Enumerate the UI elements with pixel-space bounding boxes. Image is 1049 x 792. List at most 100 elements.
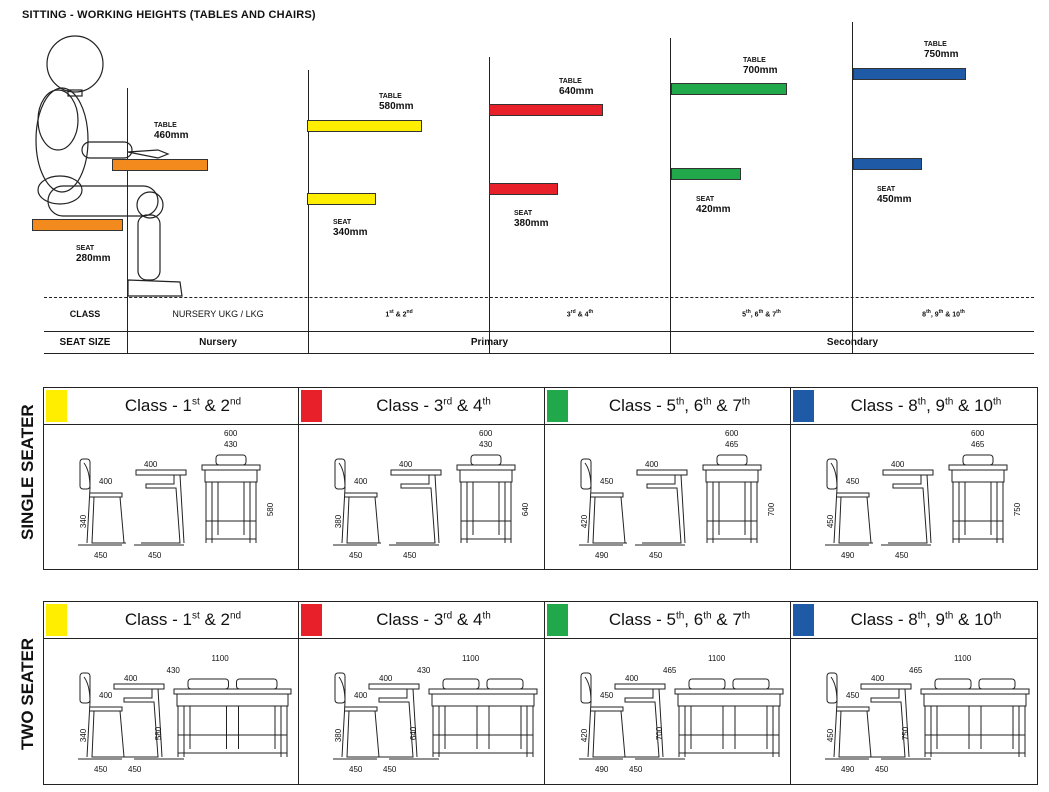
size-secondary: Secondary <box>826 337 879 348</box>
page-title: SITTING - WORKING HEIGHTS (TABLES AND CH… <box>22 9 316 21</box>
seated-person-illustration <box>35 35 183 297</box>
c34-seat-bar <box>489 183 558 195</box>
two-panel-3-header: Class - 5th, 6th & 7th <box>545 602 791 639</box>
single-panel-4-header: Class - 8th, 9th & 10th <box>791 388 1037 425</box>
desk-side-width-dim: 400 <box>645 460 659 469</box>
desk-side-height-dim: 640 <box>409 726 419 741</box>
panel-title: Class - 1st & 2nd <box>124 396 242 415</box>
panel-title: Class - 1st & 2nd <box>124 610 242 629</box>
desk-side-depth-dim: 450 <box>629 765 643 774</box>
chair-width-dim: 450 <box>600 691 614 700</box>
desk-front-inner-dim: 465 <box>971 440 985 449</box>
desk-side-width-dim: 400 <box>399 460 413 469</box>
desk-front-width-dim: 1100 <box>954 654 972 663</box>
panel-title: Class - 3rd & 4th <box>376 396 491 415</box>
c810-table-bar <box>853 68 966 80</box>
single-panel-2-header: Class - 3rd & 4th <box>299 388 545 425</box>
furniture-drawing <box>78 672 292 760</box>
color-swatch <box>793 390 814 422</box>
desk-side-width-dim: 400 <box>625 674 639 683</box>
c57-table-bar <box>671 83 787 95</box>
class-c810: 8th, 9th & 10th <box>922 309 965 319</box>
desk-side-width-dim: 400 <box>891 460 905 469</box>
chair-width-dim: 450 <box>846 691 860 700</box>
panel-title: Class - 8th, 9th & 10th <box>850 396 1002 415</box>
desk-front-width-dim: 600 <box>479 429 493 438</box>
chair-height-dim: 450 <box>826 728 836 743</box>
desk-side-depth-dim: 450 <box>128 765 142 774</box>
furniture-drawing <box>825 454 1008 546</box>
two-panel-2-header: Class - 3rd & 4th <box>299 602 545 639</box>
desk-front-height-dim: 640 <box>521 502 531 517</box>
c810-seat-bar <box>853 158 922 170</box>
desk-side-width-dim: 400 <box>871 674 885 683</box>
color-swatch <box>46 604 67 636</box>
two-seater-label: TWO SEATER <box>18 637 37 750</box>
chair-width-dim: 400 <box>354 477 368 486</box>
two-panel-1-header: Class - 1st & 2nd <box>44 602 299 639</box>
desk-front-inner-dim: 430 <box>417 666 431 675</box>
nursery-table-bar <box>112 159 208 171</box>
chair-depth-dim: 450 <box>94 551 108 560</box>
c12-table-bar <box>307 120 422 132</box>
desk-side-width-dim: 400 <box>124 674 138 683</box>
furniture-drawing <box>825 672 1030 760</box>
desk-front-width-dim: 1100 <box>708 654 726 663</box>
desk-front-width-dim: 600 <box>224 429 238 438</box>
desk-side-depth-dim: 450 <box>403 551 417 560</box>
chair-height-dim: 340 <box>79 728 89 743</box>
chair-depth-dim: 450 <box>349 551 363 560</box>
c12-seat-bar <box>307 193 376 205</box>
desk-side-height-dim: 580 <box>154 726 164 741</box>
class-c34: 3rd & 4th <box>566 309 594 319</box>
single-seater-label: SINGLE SEATER <box>18 404 37 540</box>
desk-front-height-dim: 700 <box>767 502 777 517</box>
color-swatch <box>793 604 814 636</box>
class-header: CLASS <box>69 309 101 319</box>
desk-side-width-dim: 400 <box>379 674 393 683</box>
furniture-drawing <box>579 672 784 760</box>
chair-width-dim: 450 <box>600 477 614 486</box>
desk-front-inner-dim: 465 <box>663 666 677 675</box>
color-swatch <box>547 604 568 636</box>
desk-front-inner-dim: 430 <box>224 440 238 449</box>
chair-depth-dim: 450 <box>349 765 363 774</box>
furniture-drawing <box>579 454 762 546</box>
panel-title: Class - 8th, 9th & 10th <box>850 610 1002 629</box>
desk-front-inner-dim: 465 <box>909 666 923 675</box>
class-c57: 5th, 6th & 7th <box>742 309 781 319</box>
desk-front-height-dim: 750 <box>1013 502 1023 517</box>
two-panel-4-header: Class - 8th, 9th & 10th <box>791 602 1037 639</box>
size-nursery: Nursery <box>199 337 237 348</box>
c57-seat-bar <box>671 168 741 180</box>
desk-side-depth-dim: 450 <box>649 551 663 560</box>
c34-table-bar <box>489 104 603 116</box>
color-swatch <box>301 604 322 636</box>
furniture-drawing <box>333 672 538 760</box>
chair-depth-dim: 490 <box>595 551 609 560</box>
chair-depth-dim: 450 <box>94 765 108 774</box>
desk-side-depth-dim: 450 <box>875 765 889 774</box>
desk-side-height-dim: 700 <box>655 726 665 741</box>
desk-side-depth-dim: 450 <box>383 765 397 774</box>
single-panel-1-header: Class - 1st & 2nd <box>44 388 299 425</box>
desk-front-inner-dim: 465 <box>725 440 739 449</box>
chair-height-dim: 380 <box>334 728 344 743</box>
desk-front-width-dim: 600 <box>725 429 739 438</box>
chair-width-dim: 450 <box>846 477 860 486</box>
